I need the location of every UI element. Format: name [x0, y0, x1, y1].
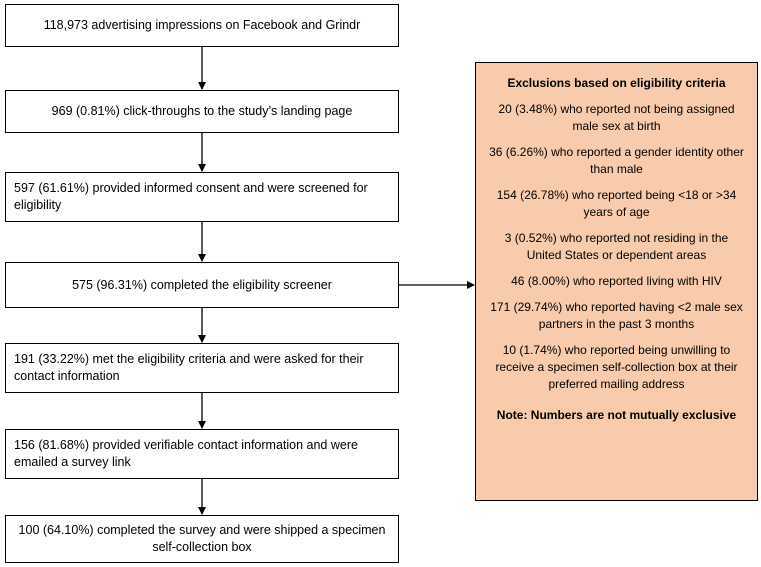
flow-box-impressions: 118,973 advertising impressions on Faceb…: [5, 4, 399, 47]
exclusion-item: 46 (8.00%) who reported living with HIV: [511, 274, 722, 288]
exclusions-title: Exclusions based on eligibility criteria: [507, 76, 726, 90]
exclusions-box: Exclusions based on eligibility criteria…: [475, 62, 758, 501]
exclusion-item: 171 (29.74%) who reported having <2 male…: [490, 300, 743, 331]
flow-box-screener: 575 (96.31%) completed the eligibility s…: [5, 262, 399, 308]
exclusion-item: 20 (3.48%) who reported not being assign…: [498, 102, 735, 133]
flow-box-eligible: 191 (33.22%) met the eligibility criteri…: [5, 343, 399, 393]
exclusion-item: 10 (1.74%) who reported being unwilling …: [495, 343, 738, 391]
exclusion-item: 36 (6.26%) who reported a gender identit…: [489, 145, 744, 176]
flow-box-click-throughs: 969 (0.81%) click-throughs to the study’…: [5, 90, 399, 133]
exclusion-item: 3 (0.52%) who reported not residing in t…: [504, 231, 729, 262]
flow-box-consent: 597 (61.61%) provided informed consent a…: [5, 172, 399, 222]
exclusion-item: 154 (26.78%) who reported being <18 or >…: [496, 188, 737, 219]
exclusions-note: Note: Numbers are not mutually exclusive: [496, 408, 737, 422]
flow-box-contact: 156 (81.68%) provided verifiable contact…: [5, 429, 399, 479]
flow-box-survey: 100 (64.10%) completed the survey and we…: [5, 515, 399, 563]
